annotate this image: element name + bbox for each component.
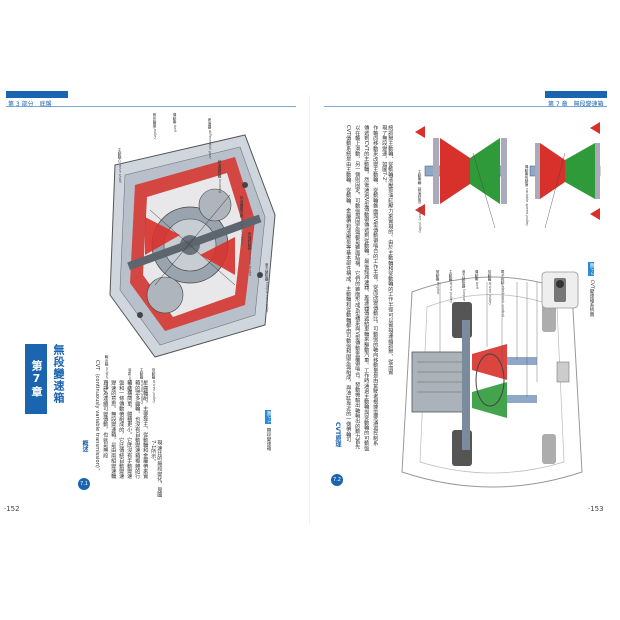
callout-fig1-5: 變速器殼體 housing — [218, 160, 222, 194]
overview-line-8: 現速比的無段變化，見圖7-1所示。 — [150, 440, 163, 498]
overview-line-7: 星齒輪組，主要靠主、從動輪和金屬帶來實 — [142, 380, 149, 479]
callout-fig2-3: 液力變矩器 torque converter — [462, 270, 466, 320]
running-header-right: 第 7 章 無段變速箱 — [548, 101, 604, 108]
callout-fig1-7: 倒檔制動器 reverse brake — [248, 232, 252, 277]
principle-line-1: CVT傳動系統是由主動輪、從動輪、金屬帶和液壓泵等基本部件構成，主動輪和從動輪都… — [345, 125, 352, 443]
principle-line-2: 以在軸上滑動，另一側則固定。可動盤與固定盤都是錐面結構，它們的錐面形成V型槽來與… — [354, 125, 361, 450]
callout-fig2-1: 發動機 engine — [436, 270, 440, 295]
shift-lever-icon — [541, 271, 579, 309]
overview-line-5: 箱結構簡單，體積更小。它既沒有手動變速 — [126, 380, 133, 479]
overview-line-6: 箱的眾多齒輪，也沒有自動變速箱複雜的行 — [134, 380, 141, 479]
principle-line-3: 傳遞到CVT的主動輪，然後通過V型傳動帶傳遞到從動輪，最後經減速器、差速器傳遞給… — [363, 125, 370, 451]
callout-fig2-5: 從動輪 driven pulley — [488, 270, 492, 306]
section-number-7-2: 7.2 — [331, 474, 343, 486]
running-header-left: 第 3 部分 底盤 — [8, 101, 52, 108]
principle-line-5: 統調節主動輪、從動輪液壓泵油缸壓力來實現的。由於主動輪和從動輪的工作半徑可以實現… — [381, 125, 394, 375]
figure-caption-7-2: 圖7-2 CVT變速箱系統圖 — [588, 262, 594, 317]
page-number-left: ·152 — [4, 505, 20, 513]
callout-fig1-4: 差速器 differential gear — [208, 118, 212, 159]
callout-fig2-6: 電子控制 electronic control — [501, 270, 505, 317]
callout-fig2-2: 主動輪 drive pulley — [449, 270, 453, 304]
callout-fig1-6: 前進檔離合器 forward clutch — [240, 196, 244, 245]
figure-badge-7-1: 圖7-1 — [265, 410, 271, 425]
header-bar-right — [545, 91, 607, 98]
overview-line-3: 變速的意思。無段變速箱，是由兩組變速輪 — [110, 380, 117, 479]
overview-line-1: CVT（continuously variable transmission）， — [94, 360, 101, 474]
principle-line-4: 作軸向移動來改變主動輪、從動輪錐面與V型傳動帶嚙合的工作半徑，從而改變傳動比。可… — [372, 125, 379, 446]
callout-fig1-3: 傳動帶 belt — [173, 113, 177, 132]
section-number-7-1: 7.1 — [78, 478, 90, 490]
figure-badge-7-2: 圖7-2 — [588, 262, 594, 277]
overview-line-4: 盤和一條傳動帶組成的，它比傳統自動變速 — [118, 380, 125, 479]
section-title-overview: 概述 — [81, 440, 88, 452]
header-rule-right — [324, 106, 607, 107]
cvt-cutaway-illustration — [109, 134, 276, 358]
callout-fig1-12: 從動輪 driven pulley — [152, 368, 156, 404]
pulley-set-b — [529, 122, 601, 220]
callout-fig1-2: 錐形輪盤 pulley — [153, 113, 157, 140]
overview-line-2: 直譯為連續可變傳動，也就是無段 — [102, 380, 109, 458]
callout-fig1-11: 主動輪 driving pulley — [140, 368, 144, 405]
callout-fig1-9: 輸出軸 output shaft — [105, 355, 109, 389]
chapter-tab: 第7章 — [25, 344, 47, 414]
page-number-right: ·153 — [588, 505, 604, 513]
pulley-set-a — [415, 126, 507, 216]
pulley-cross-section-diagram — [415, 122, 601, 229]
callout-fig1-8: 液力變矩器 torque converter — [265, 263, 269, 313]
callout-fig1-10: 油泵 oil pump — [128, 368, 132, 393]
header-rule-left — [6, 106, 296, 107]
callout-pulley-b: 傳動帶的變速 variable speed pulley — [525, 165, 529, 227]
figure-caption-7-1: 圖7-1 無段變速箱 — [265, 410, 271, 451]
section-title-principle: CVT原理 — [334, 422, 341, 448]
callout-fig1-1: 主動軸心 drive shaft — [118, 148, 122, 183]
callout-fig2-4: 傳動帶 belt — [475, 270, 479, 289]
page-gutter — [309, 95, 310, 525]
chapter-title: 無段變速箱 — [52, 344, 65, 404]
cvt-system-diagram — [401, 276, 583, 488]
callout-pulley-a: 主動帶輪（變速狀態） primary pulley — [418, 170, 422, 234]
header-bar-left — [6, 91, 68, 98]
